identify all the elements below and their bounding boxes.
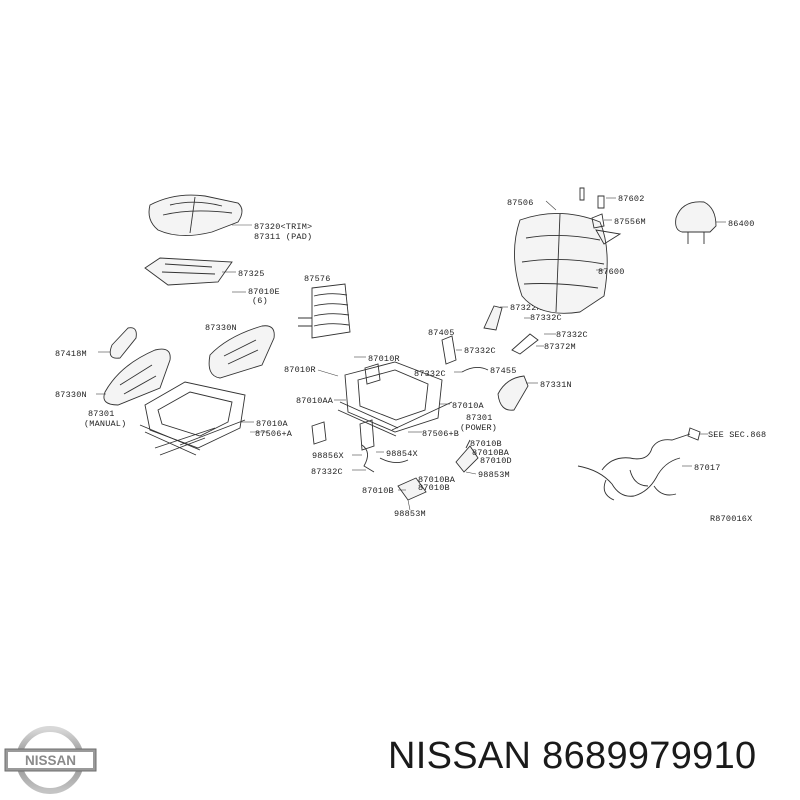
label-87455: 87455 xyxy=(490,366,517,376)
label-87010BA-low: 87010BA xyxy=(418,475,456,485)
back-bracket-part xyxy=(441,335,457,365)
cushion-heater-part xyxy=(144,257,233,286)
label-87332C-c: 87332C xyxy=(530,313,562,323)
cushion-trim-part xyxy=(148,194,243,236)
label-87017: 87017 xyxy=(694,463,721,473)
label-98856X: 98856X xyxy=(312,451,344,461)
label-98854X: 98854X xyxy=(386,449,418,459)
label-98853M-r: 98853M xyxy=(478,470,510,480)
label-87301-manual: 87301 xyxy=(88,409,115,419)
right-switch-part xyxy=(455,439,479,473)
label-87332C-d: 87332C xyxy=(556,330,588,340)
label-87010BA-r: 87010BA xyxy=(472,448,510,458)
side-finisher-left-part xyxy=(103,348,171,406)
label-87010E: 87010E xyxy=(248,287,280,297)
label-6: (6) xyxy=(252,296,268,306)
nissan-logo-icon: NISSAN xyxy=(4,726,97,794)
part-number-caption: NISSAN 8689979910 xyxy=(388,735,757,777)
label-87405: 87405 xyxy=(428,328,455,338)
label-87010R-top: 87010R xyxy=(368,354,400,364)
label-power: (POWER) xyxy=(460,423,497,433)
label-87332C-a: 87332C xyxy=(464,346,496,356)
recliner-knob-part xyxy=(109,327,137,359)
label-87602: 87602 xyxy=(618,194,645,204)
manual-seat-frame-part xyxy=(139,381,246,456)
label-87010B-low: 87010B xyxy=(362,486,394,496)
lumbar-lever-part xyxy=(511,333,539,355)
label-87332C-b: 87332C xyxy=(414,369,446,379)
label-87010A-mid: 87010A xyxy=(452,401,485,411)
label-87330N-top: 87330N xyxy=(205,323,237,333)
label-87332C-low: 87332C xyxy=(311,467,343,477)
side-finisher-right-part xyxy=(208,325,275,379)
lower-switch-part xyxy=(397,477,427,501)
label-87418M: 87418M xyxy=(55,349,87,359)
label-87010A-left: 87010A xyxy=(256,419,289,429)
label-87506A: 87506+A xyxy=(255,429,293,439)
label-87506B: 87506+B xyxy=(422,429,459,439)
diagram-reference-code: R870016X xyxy=(710,514,752,524)
label-87556M: 87556M xyxy=(614,217,646,227)
label-98853M-low: 98853M xyxy=(394,509,426,519)
seat-back-part xyxy=(514,213,622,314)
label-87010D: 87010D xyxy=(480,456,512,466)
label-87330N-left: 87330N xyxy=(55,390,87,400)
label-87320: 87320<TRIM> xyxy=(254,222,312,232)
label-87301-power: 87301 xyxy=(466,413,493,423)
label-87506: 87506 xyxy=(507,198,534,208)
label-87322M: 87322M xyxy=(510,303,542,313)
label-87372M: 87372M xyxy=(544,342,576,352)
lever-cover-part xyxy=(483,305,503,331)
label-87010B-low2: 87010B xyxy=(418,483,450,493)
label-manual: (MANUAL) xyxy=(84,419,126,429)
headrest-part xyxy=(675,201,717,244)
label-87010AA: 87010AA xyxy=(296,396,334,406)
label-86400: 86400 xyxy=(728,219,755,229)
label-87311: 87311 (PAD) xyxy=(254,232,312,242)
label-87331N: 87331N xyxy=(540,380,572,390)
logo-wordmark: NISSAN xyxy=(25,753,76,768)
label-87576: 87576 xyxy=(304,274,331,284)
spring-mat-part xyxy=(298,283,351,339)
label-87325: 87325 xyxy=(238,269,265,279)
label-87010R-left: 87010R xyxy=(284,365,316,375)
label-see-sec-868: SEE SEC.868 xyxy=(708,430,766,440)
wire-harness-part xyxy=(577,427,701,501)
label-87600: 87600 xyxy=(598,267,625,277)
power-seat-frame-part xyxy=(337,361,453,451)
label-87010B-r: 87010B xyxy=(470,439,502,449)
back-finisher-part xyxy=(497,375,529,411)
